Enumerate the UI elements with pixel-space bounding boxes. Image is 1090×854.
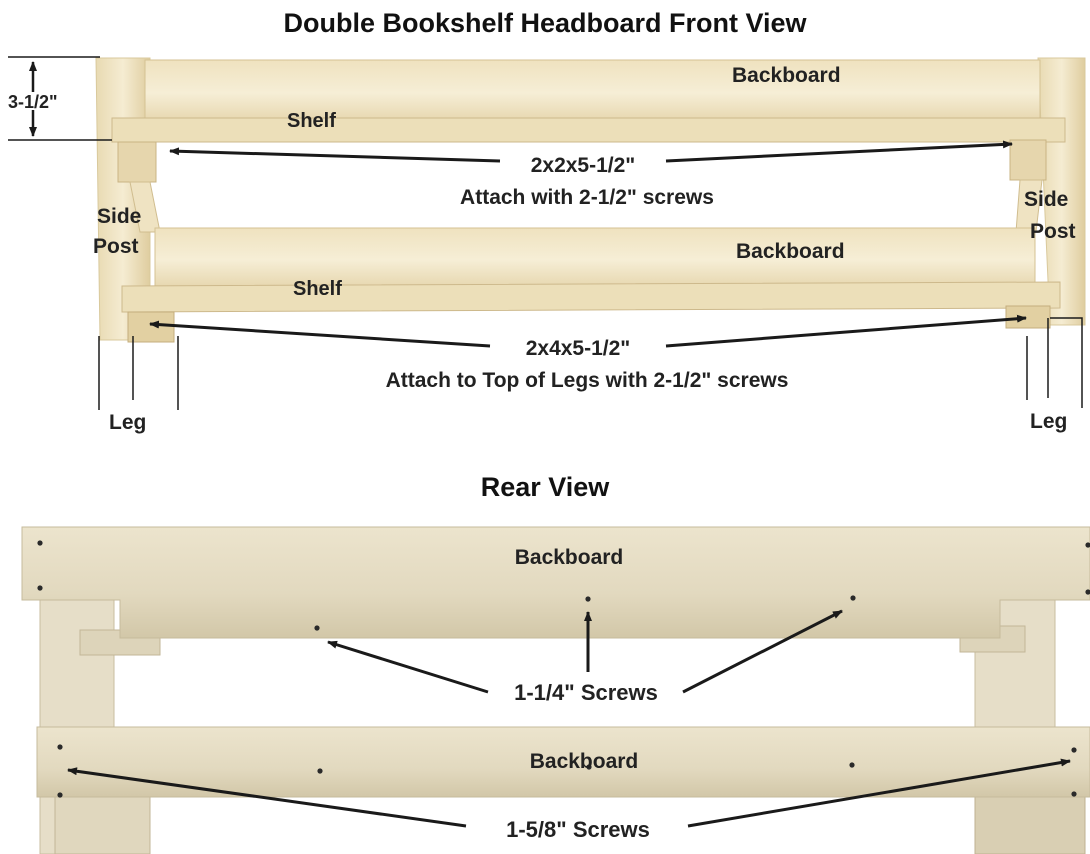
top-left-block [117,141,157,183]
bottom-block-size-label: 2x4x5-1/2" [526,337,631,360]
top-block-size-label: 2x2x5-1/2" [531,154,636,177]
rear-arrow-top-left [327,640,489,694]
screw-holes [37,540,1090,798]
top-shelf-label: Shelf [287,110,336,132]
arrow-bottom-left [149,320,491,348]
bottom-backboard [154,227,1036,293]
screw-hole [317,768,323,774]
screw-hole [57,744,63,750]
rear-view-title: Rear View [480,472,610,502]
screw-hole [37,540,43,546]
arrow-top-left [169,147,501,163]
top-shelf [111,117,1066,143]
screw-hole [850,595,856,601]
left-leg-label: Leg [109,411,146,434]
rear-arrow-bottom-right [687,758,1071,828]
right-side-post-label-1: Side [1024,188,1068,211]
bottom-block-note-label: Attach to Top of Legs with 2-1/2" screws [386,369,789,392]
rear-view: Backboard 1-1/4" Screws Backboard 1-5/8"… [21,526,1090,854]
left-side-post-label-1: Side [97,205,141,228]
front-view: 3-1/2" Backboard Shelf 2x2x5-1/2" Attach… [8,56,1086,434]
screw-hole [1085,542,1090,548]
rear-top-backboard [21,526,1090,639]
top-backboard [144,59,1041,127]
dimension-label: 3-1/2" [8,92,58,112]
arrow-bottom-right [665,314,1027,348]
screw-hole [1071,747,1077,753]
screw-hole [586,764,592,770]
rear-arrow-top-right [682,609,843,694]
bottom-shelf-label: Shelf [293,278,342,300]
screw-hole [314,625,320,631]
screw-hole [1085,589,1090,595]
top-block-note-label: Attach with 2-1/2" screws [460,186,714,209]
top-right-block [1009,139,1047,181]
screw-hole [37,585,43,591]
top-backboard-label: Backboard [732,64,841,87]
rear-bottom-backboard [36,726,1090,798]
rear-right-foot [974,789,1086,854]
left-leg-outline [98,336,179,410]
bottom-right-block [1005,305,1051,329]
screw-hole [1071,791,1077,797]
right-post-brace [1015,179,1043,233]
arrow-top-right [665,140,1013,163]
right-side-post-label-2: Post [1030,220,1076,243]
screw-hole [585,596,591,602]
bottom-left-block [127,311,175,343]
rear-top-screws-label: 1-1/4" Screws [514,680,658,705]
left-side-post-label-2: Post [93,235,139,258]
screw-hole [849,762,855,768]
front-view-title: Double Bookshelf Headboard Front View [283,8,807,38]
right-leg-label: Leg [1030,410,1067,433]
bottom-backboard-label: Backboard [736,240,845,263]
rear-bottom-backboard-label: Backboard [530,750,639,773]
right-leg-outline [1026,317,1083,408]
bottom-shelf [121,281,1061,313]
rear-top-backboard-label: Backboard [515,546,624,569]
screw-hole [57,792,63,798]
rear-arrow-bottom-left [67,767,467,828]
rear-bottom-screws-label: 1-5/8" Screws [506,817,650,842]
